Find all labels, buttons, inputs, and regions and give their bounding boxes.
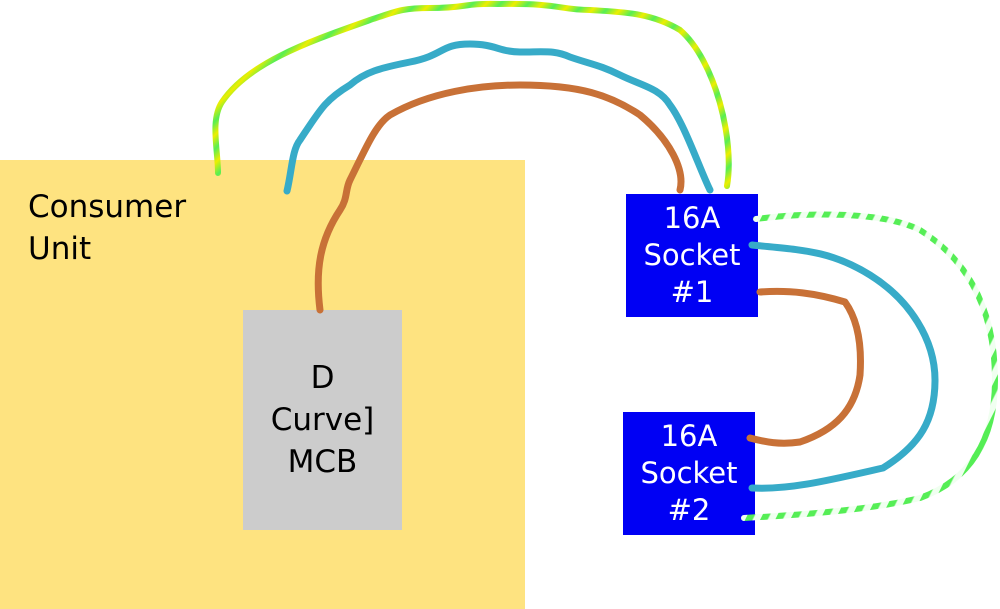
socket-2-label: 16A Socket #2 xyxy=(640,419,738,527)
live-wire-cu-to-socket1 xyxy=(314,81,685,314)
socket-1-label: 16A Socket #1 xyxy=(643,201,741,309)
live-wire-socket1-to-socket2 xyxy=(746,287,864,447)
neutral-wire-cu-to-socket1 xyxy=(283,40,714,195)
consumer-unit-label: Consumer Unit xyxy=(28,189,187,267)
socket-2: 16A Socket #2 xyxy=(623,412,755,535)
neutral-wire-socket1-to-socket2 xyxy=(748,241,939,492)
socket-1: 16A Socket #1 xyxy=(626,194,758,317)
mcb-label: D Curve] MCB xyxy=(270,360,375,480)
earth-wire-cu-to-socket1 xyxy=(212,0,732,189)
earth-wire-socket1-to-socket2 xyxy=(741,211,998,521)
mcb-breaker: D Curve] MCB xyxy=(243,310,402,530)
